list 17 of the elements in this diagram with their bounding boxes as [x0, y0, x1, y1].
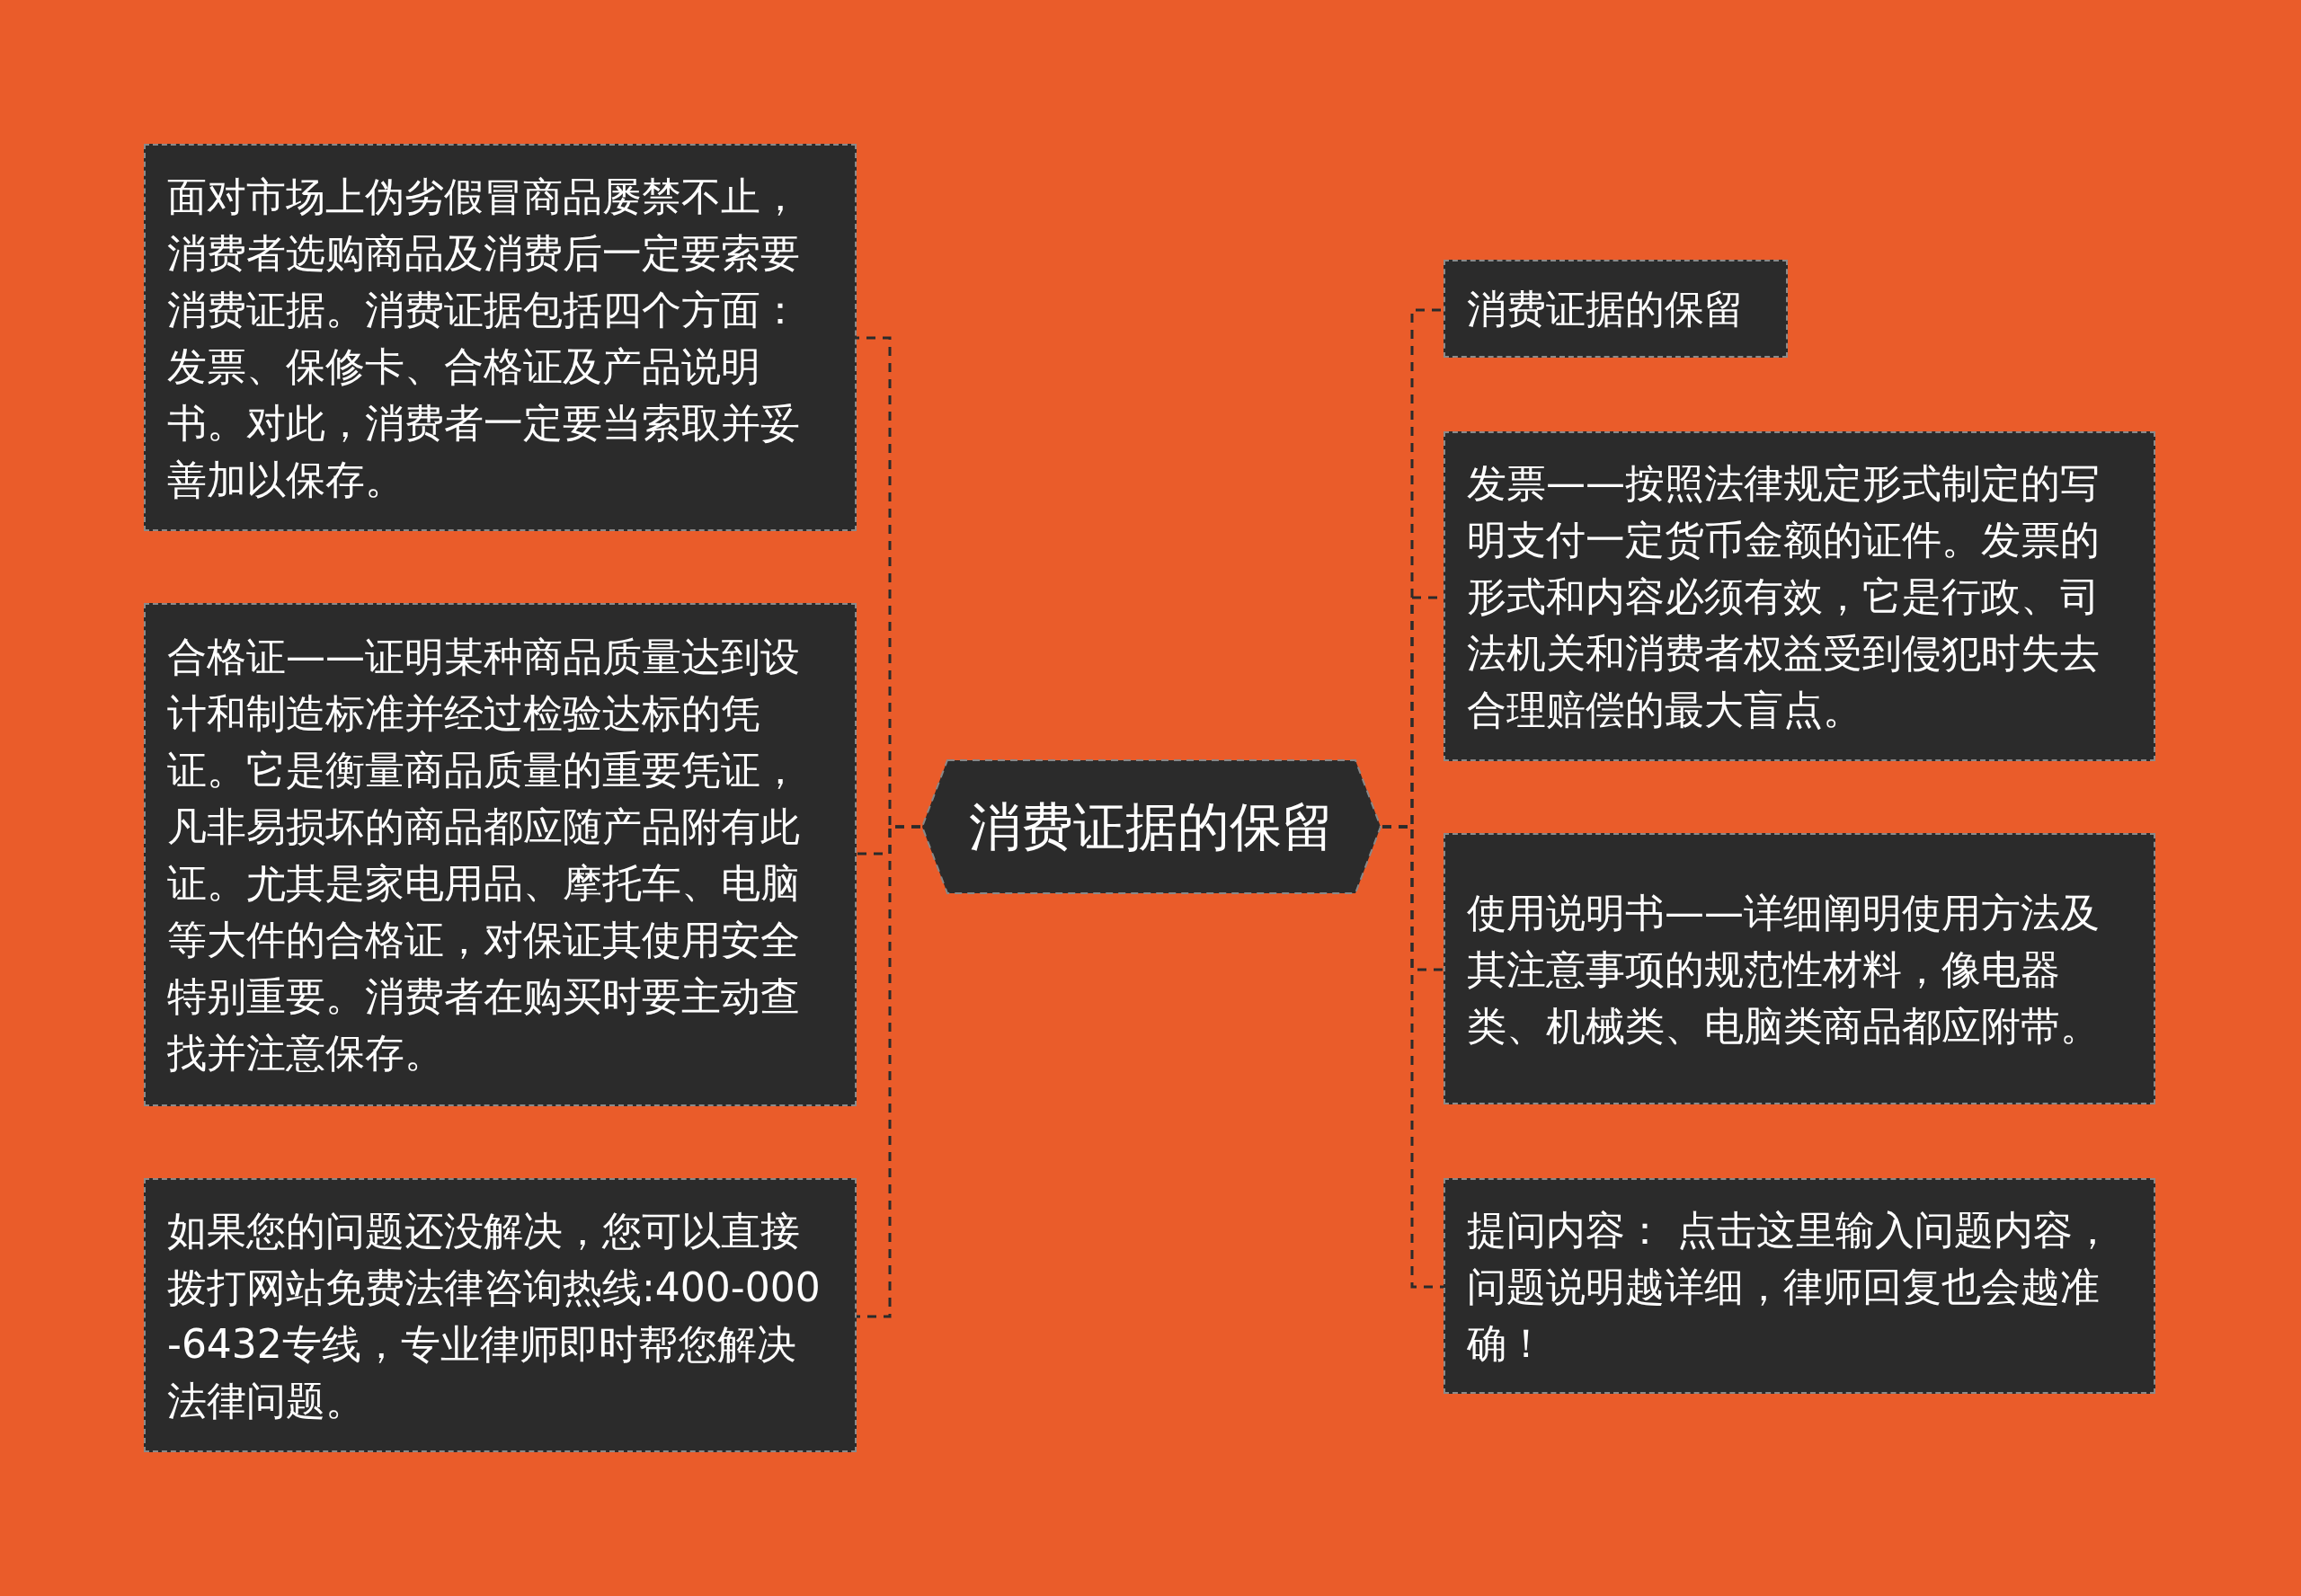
- topic-text: 消费证据的保留: [969, 801, 1334, 853]
- connector-line: [1382, 825, 1444, 1289]
- text-box: [144, 144, 857, 531]
- text-box: [1444, 431, 2155, 761]
- text-box: [1444, 1178, 2155, 1394]
- text-box: [1444, 260, 1788, 358]
- connector-line: [857, 825, 920, 1318]
- text-box: [1444, 833, 2155, 1104]
- text-box: [144, 603, 857, 1106]
- body-text: 合格证——证明某种商品质量达到设计和制造标准并经过检验达标的凭证。它是衡量商品质量的重要凭证，凡非易损坏的商品都应随产品附有此证。尤其是家电用品、摩托车、电脑等大件的合格证，对保证其使用安全特别重要。消费者在购买时要主动查找并注意保存。: [167, 633, 801, 1077]
- body-text: 面对市场上伪劣假冒商品屡禁不止，消费者选购商品及消费后一定要索要消费证据。消费证据包括四个方面：发票、保修卡、合格证及产品说明书。对此，消费者一定要当索取并妥善加以保存。: [167, 172, 801, 504]
- body-text: 使用说明书——详细阐明使用方法及其注意事项的规范性材料，像电器类、机械类、电脑类商品都应附带。: [1467, 888, 2101, 1051]
- body-text: 如果您的问题还没解决，您可以直接拨打网站免费法律咨询热线:400-000-6432专线，专业律师即时帮您解决法律问题。: [167, 1206, 822, 1425]
- body-text: 提问内容： 点击这里输入问题内容，问题说明越详细，律师回复也会越准确！: [1467, 1205, 2113, 1368]
- body-text: 发票——按照法律规定形式制定的写明支付一定货币金额的证件。发票的形式和内容必须有效，它是行政、司法机关和消费者权益受到侵犯时失去合理赔偿的最大盲点。: [1467, 459, 2101, 734]
- text-box: [144, 1178, 857, 1452]
- body-text: 消费证据的保留: [1467, 285, 1745, 333]
